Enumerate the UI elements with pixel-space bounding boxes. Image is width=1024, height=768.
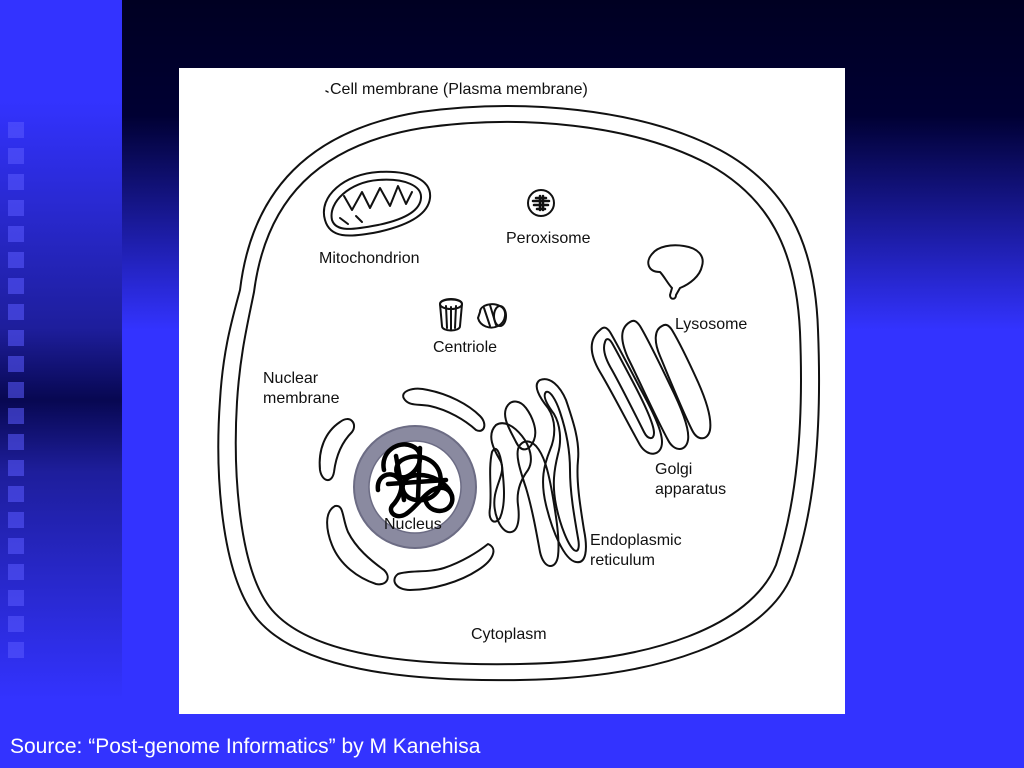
peroxisome bbox=[527, 189, 555, 217]
nucleus bbox=[353, 425, 477, 549]
cell-diagram: Cell membrane (Plasma membrane) Mitochon… bbox=[217, 81, 821, 682]
cell-diagram-panel: Cell membrane (Plasma membrane) Mitochon… bbox=[179, 68, 845, 714]
label-cytoplasm: Cytoplasm bbox=[471, 626, 547, 643]
label-centriole: Centriole bbox=[433, 339, 497, 356]
label-nucleus: Nucleus bbox=[384, 516, 442, 533]
label-nuclear-membrane-line2: membrane bbox=[263, 390, 340, 407]
label-lysosome: Lysosome bbox=[675, 316, 747, 333]
mitochondrion bbox=[322, 170, 432, 237]
cell-membrane-inner bbox=[234, 121, 802, 666]
label-mitochondrion: Mitochondrion bbox=[319, 250, 420, 267]
cell-membrane-outer bbox=[217, 105, 821, 682]
label-golgi-line1: Golgi bbox=[655, 461, 692, 478]
label-er-line1: Endoplasmic bbox=[590, 532, 682, 549]
golgi-apparatus bbox=[590, 319, 712, 455]
lysosome bbox=[647, 244, 704, 300]
label-golgi-line2: apparatus bbox=[655, 481, 726, 498]
endoplasmic-reticulum bbox=[490, 378, 587, 567]
label-cell-membrane: Cell membrane (Plasma membrane) bbox=[330, 81, 588, 98]
decorative-square-column bbox=[8, 122, 24, 658]
label-peroxisome: Peroxisome bbox=[506, 230, 591, 247]
label-nuclear-membrane-line1: Nuclear bbox=[263, 370, 319, 387]
chromatin bbox=[375, 442, 455, 519]
nuclear-membrane bbox=[318, 387, 505, 591]
source-caption: Source: “Post-genome Informatics” by M K… bbox=[10, 735, 481, 758]
centriole bbox=[439, 298, 507, 332]
label-er-line2: reticulum bbox=[590, 552, 655, 569]
